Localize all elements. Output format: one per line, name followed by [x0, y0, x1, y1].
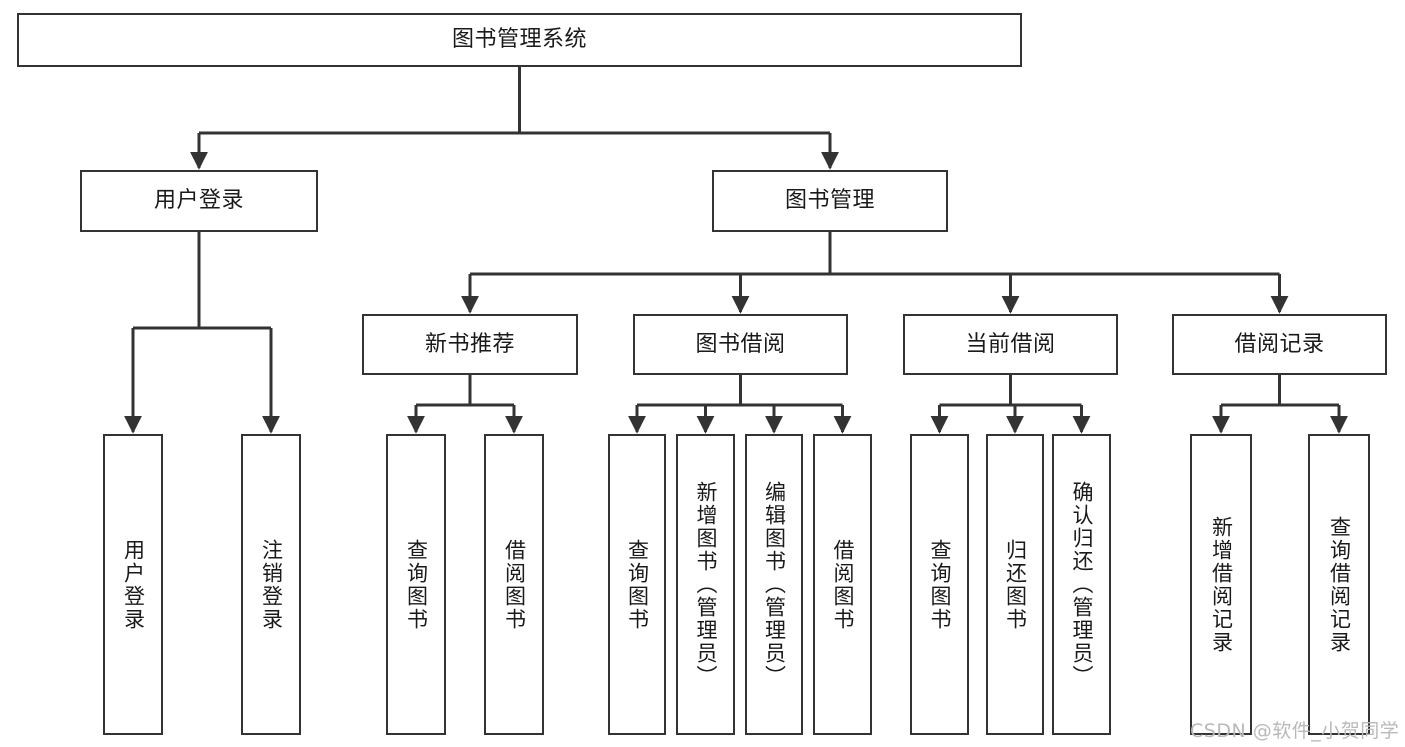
- leaf-return-book[interactable]: 归还图书: [986, 434, 1044, 735]
- node-user-login[interactable]: 用户登录: [80, 170, 318, 232]
- node-borrow-record[interactable]: 借阅记录: [1172, 314, 1387, 375]
- leaf-query-book-1-label: 查询图书: [404, 538, 429, 631]
- node-current-borrow[interactable]: 当前借阅: [903, 314, 1118, 375]
- node-book-management-label: 图书管理: [784, 188, 875, 214]
- leaf-add-borrow-record-label: 新增借阅记录: [1209, 515, 1234, 654]
- leaf-add-borrow-record[interactable]: 新增借阅记录: [1190, 434, 1252, 735]
- leaf-user-login-label: 用户登录: [121, 538, 146, 631]
- leaf-return-book-label: 归还图书: [1003, 538, 1028, 631]
- leaf-borrow-book-1[interactable]: 借阅图书: [484, 434, 544, 735]
- leaf-borrow-book-1-label: 借阅图书: [502, 538, 527, 631]
- node-root[interactable]: 图书管理系统: [17, 13, 1022, 67]
- leaf-user-login[interactable]: 用户登录: [103, 434, 163, 735]
- node-book-borrow-label: 图书借阅: [695, 331, 786, 357]
- leaf-user-logout[interactable]: 注销登录: [241, 434, 301, 735]
- node-book-management[interactable]: 图书管理: [712, 170, 948, 232]
- leaf-add-book-label: 新增图书（管理员）: [694, 481, 718, 688]
- csdn-watermark: CSDN @软件_小贺同学: [1190, 720, 1400, 742]
- leaf-edit-book-label: 编辑图书（管理员）: [762, 481, 787, 688]
- leaf-confirm-return-label: 确认归还（管理员）: [1070, 481, 1094, 688]
- node-user-login-label: 用户登录: [153, 188, 244, 214]
- leaf-query-borrow-record[interactable]: 查询借阅记录: [1308, 434, 1370, 735]
- leaf-query-book-2-label: 查询图书: [625, 538, 650, 631]
- leaf-query-book-2[interactable]: 查询图书: [608, 434, 666, 735]
- node-current-borrow-label: 当前借阅: [965, 331, 1056, 357]
- node-book-borrow[interactable]: 图书借阅: [633, 314, 848, 375]
- node-root-label: 图书管理系统: [451, 27, 587, 53]
- node-borrow-record-label: 借阅记录: [1234, 331, 1325, 357]
- leaf-query-book-1[interactable]: 查询图书: [386, 434, 446, 735]
- leaf-query-book-3-label: 查询图书: [928, 538, 952, 631]
- leaf-borrow-book-2[interactable]: 借阅图书: [813, 434, 872, 735]
- leaf-borrow-book-2-label: 借阅图书: [831, 538, 855, 631]
- leaf-query-book-3[interactable]: 查询图书: [910, 434, 969, 735]
- node-new-book-recommendation[interactable]: 新书推荐: [362, 314, 578, 375]
- leaf-query-borrow-record-label: 查询借阅记录: [1327, 515, 1352, 654]
- leaf-user-logout-label: 注销登录: [259, 538, 284, 631]
- leaf-confirm-return[interactable]: 确认归还（管理员）: [1052, 434, 1111, 735]
- leaf-add-book[interactable]: 新增图书（管理员）: [676, 434, 735, 735]
- leaf-edit-book[interactable]: 编辑图书（管理员）: [745, 434, 803, 735]
- node-new-book-recommendation-label: 新书推荐: [424, 331, 515, 357]
